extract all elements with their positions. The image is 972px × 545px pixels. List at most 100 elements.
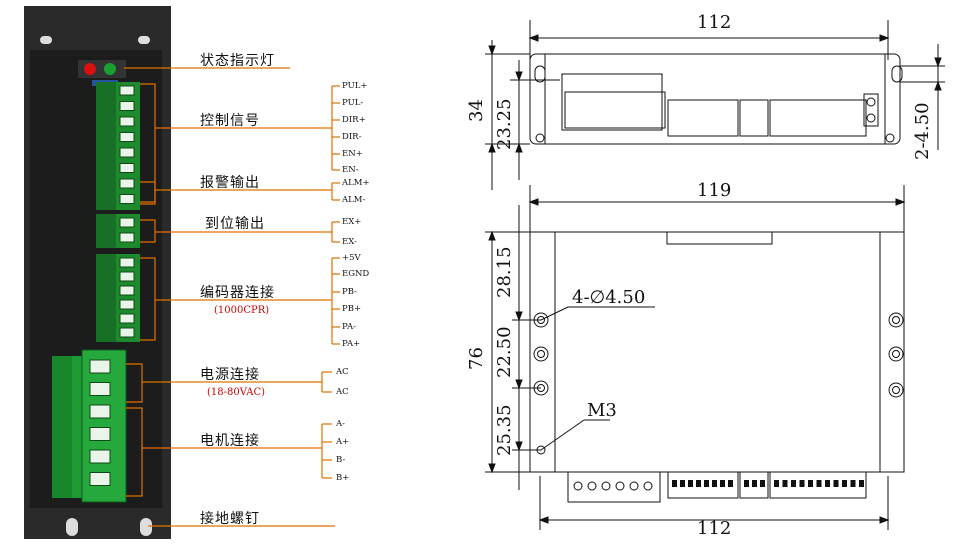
connector-pin — [774, 480, 779, 487]
connector-pin — [704, 480, 709, 487]
terminal-slot — [89, 359, 111, 374]
terminal-slot — [119, 101, 135, 111]
connector-pin — [573, 481, 583, 491]
connector-pin — [744, 480, 749, 487]
connector-pin — [816, 480, 822, 487]
pin-label: EGND — [342, 269, 370, 279]
connector-pin — [643, 481, 653, 491]
connector-pin — [825, 480, 830, 487]
group-label-control-signal: 控制信号 — [200, 113, 260, 129]
pin-label: B- — [336, 455, 346, 465]
pin-label: EX+ — [342, 217, 362, 227]
pin-label: AC — [336, 367, 349, 377]
group-label-ground-screw: 接地螺钉 — [200, 511, 260, 527]
pin-label: EX- — [342, 237, 357, 247]
terminal-slot — [119, 327, 135, 338]
connector-pin — [808, 480, 813, 487]
connector-pin — [791, 480, 796, 487]
pin-label: ALM+ — [342, 178, 370, 188]
green-led-icon — [104, 63, 116, 75]
pin-label: A+ — [336, 437, 350, 447]
terminal-slot — [119, 271, 135, 282]
connector-pin — [752, 480, 757, 487]
red-led-icon — [84, 63, 96, 75]
pin-label: ALM- — [342, 195, 366, 205]
terminal-slot — [119, 194, 135, 204]
front-view-dim-c: 25.35 — [494, 404, 515, 456]
pin-label: EN- — [342, 165, 359, 175]
connector-pin — [696, 480, 701, 487]
pin-label: +5V — [342, 253, 361, 263]
terminal-slot — [119, 217, 135, 228]
terminal-slot — [119, 147, 135, 158]
connector-pin — [842, 480, 847, 487]
pin-label: PA- — [342, 322, 356, 332]
connector-pin — [799, 480, 805, 487]
top-view-slot: 2-4.50 — [912, 102, 933, 160]
terminal-slot — [119, 299, 135, 310]
top-view-inner-height: 23.25 — [494, 98, 515, 150]
pin-label: PB- — [342, 287, 357, 297]
terminal-slot — [119, 313, 135, 324]
screw-callout: M3 — [587, 400, 617, 421]
front-view-width-top: 119 — [697, 180, 732, 201]
group-label-power: 电源连接 — [200, 367, 260, 383]
terminal-slot — [89, 449, 111, 464]
group-label-in-position-output: 到位输出 — [205, 216, 265, 232]
terminal-slot — [119, 85, 135, 96]
encoder-subtitle: (1000CPR) — [214, 305, 270, 316]
terminal-slot — [119, 178, 135, 189]
connector-pin — [859, 480, 864, 487]
top-mount-slot — [40, 36, 52, 44]
connector-pin — [720, 480, 725, 487]
connector-pin — [587, 481, 597, 491]
terminal-slot — [119, 163, 135, 173]
front-view-dim-b: 22.50 — [494, 326, 515, 378]
connector-pin — [712, 480, 717, 487]
connector-pin — [615, 481, 625, 491]
group-label-motor: 电机连接 — [200, 433, 260, 449]
connector-pin — [688, 480, 693, 487]
connector-pin — [760, 480, 765, 487]
pin-label: PUL- — [342, 98, 364, 108]
top-view-width: 112 — [697, 12, 732, 33]
group-label-status-led: 状态指示灯 — [200, 53, 275, 69]
group-label-alarm-output: 报警输出 — [200, 175, 260, 191]
pin-label: PA+ — [342, 339, 361, 349]
front-view-dim-a: 28.15 — [494, 246, 515, 298]
connector-pin — [629, 481, 639, 491]
group-label-encoder: 编码器连接 — [200, 285, 275, 301]
connector-pin — [728, 480, 733, 487]
terminal-slot — [119, 132, 135, 142]
pin-label: DIR+ — [342, 115, 366, 125]
top-view-height: 34 — [466, 99, 487, 122]
mounting-holes-callout: 4-∅4.50 — [572, 287, 646, 308]
connector-pin — [850, 480, 856, 487]
front-view-width-bottom: 112 — [697, 518, 732, 539]
terminal-slot — [119, 232, 135, 243]
terminal-slot — [89, 382, 111, 396]
terminal-slot — [89, 472, 111, 486]
pin-label: B+ — [336, 473, 350, 483]
connector-pin — [782, 480, 788, 487]
connector-pin — [601, 481, 611, 491]
terminal-slot — [119, 257, 135, 268]
front-view-height: 76 — [466, 347, 487, 370]
connector-pin — [680, 480, 685, 487]
terminal-slot — [89, 404, 111, 419]
pin-label: A- — [336, 419, 346, 429]
terminal-slot — [89, 427, 111, 441]
pin-label: AC — [336, 387, 349, 397]
power-subtitle: (18-80VAC) — [207, 387, 266, 398]
connector-pin — [672, 480, 677, 487]
connector-pin — [833, 480, 839, 487]
pin-label: DIR- — [342, 132, 362, 142]
terminal-slot — [119, 116, 135, 127]
pin-label: PB+ — [342, 304, 362, 314]
pin-label: EN+ — [342, 149, 363, 159]
